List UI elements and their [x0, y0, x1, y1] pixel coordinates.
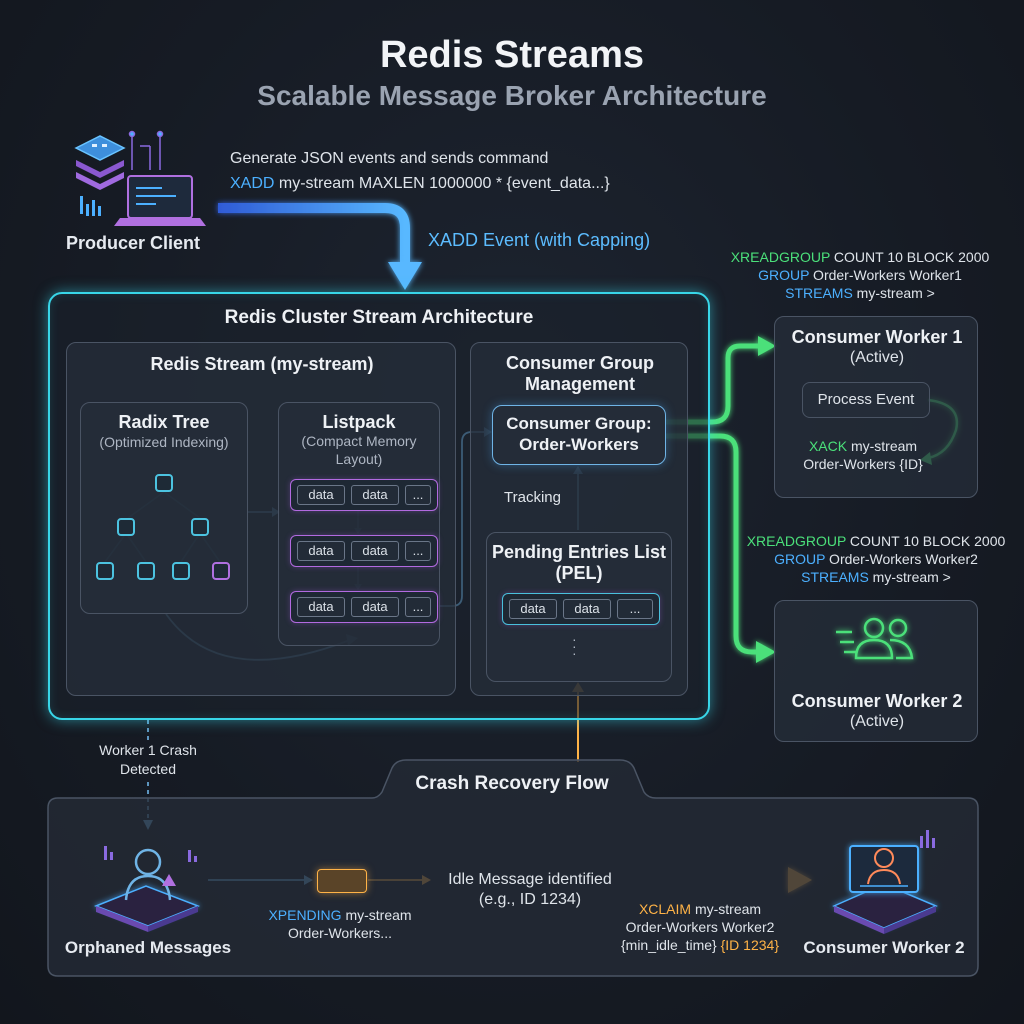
dot-bars-icon — [80, 196, 101, 216]
radix-title: Radix Tree — [118, 412, 210, 432]
listpack-subtitle-2: Layout) — [335, 451, 383, 467]
crash-recovery-title: Crash Recovery Flow — [415, 773, 609, 794]
data-cell: data — [509, 599, 557, 619]
listpack-title: Listpack — [322, 412, 396, 432]
producer-desc: Generate JSON events and sends command — [230, 150, 549, 167]
idle-message-label: Idle Message identified (e.g., ID 1234) — [448, 871, 612, 908]
process-event-box[interactable] — [802, 382, 930, 418]
database-stack-icon — [74, 135, 126, 190]
listpack-entry-1: data data ... — [290, 479, 438, 511]
group-line-1: Consumer Group: — [506, 414, 652, 433]
data-cell: data — [297, 485, 345, 505]
more-cell: ... — [617, 599, 653, 619]
data-cell: data — [297, 597, 345, 617]
worker2-readgroup-command: XREADGROUP COUNT 10 BLOCK 2000 GROUP Ord… — [746, 533, 1006, 585]
message-box-icon — [317, 869, 367, 893]
producer-command: XADD my-stream MAXLEN 1000000 * {event_d… — [230, 175, 610, 192]
data-cell: data — [351, 485, 399, 505]
worker1-title: Consumer Worker 1 — [791, 327, 963, 347]
listpack-entry-2: data data ... — [290, 535, 438, 567]
data-cell: data — [351, 541, 399, 561]
data-cell: data — [563, 599, 611, 619]
cluster-title: Redis Cluster Stream Architecture — [224, 307, 534, 328]
worker1-readgroup-command: XREADGROUP COUNT 10 BLOCK 2000 GROUP Ord… — [730, 249, 990, 301]
xack-command: XACK my-stream Order-Workers {ID} — [803, 438, 923, 472]
orphaned-messages-label: Orphaned Messages — [64, 938, 232, 957]
worker2-status: (Active) — [849, 713, 905, 730]
consumer-group-box[interactable] — [492, 405, 666, 465]
stream-title: Redis Stream (my-stream) — [150, 354, 374, 374]
tracking-label: Tracking — [504, 489, 561, 506]
process-event-label: Process Event — [817, 391, 915, 408]
data-cell: data — [297, 541, 345, 561]
producer-label: Producer Client — [66, 233, 201, 253]
more-cell: ... — [405, 485, 431, 505]
xadd-keyword: XADD — [230, 175, 275, 192]
crash-detected-label: Worker 1 Crash Detected — [99, 742, 197, 777]
worker2-title: Consumer Worker 2 — [791, 691, 963, 711]
worker1-status: (Active) — [849, 349, 905, 366]
more-cell: ... — [405, 541, 431, 561]
xpending-command: XPENDING my-stream Order-Workers... — [268, 907, 412, 941]
group-mgmt-title-2: Management — [524, 374, 636, 394]
xclaim-command: XCLAIM my-stream Order-Workers Worker2 {… — [620, 901, 779, 953]
data-cell: data — [351, 597, 399, 617]
pel-continuation-dots: ··· — [572, 631, 577, 661]
xadd-arrow — [218, 203, 410, 262]
radix-subtitle: (Optimized Indexing) — [99, 434, 229, 450]
pel-entry: data data ... — [502, 593, 660, 625]
xadd-arrowhead — [388, 262, 422, 290]
listpack-entry-3: data data ... — [290, 591, 438, 623]
listpack-subtitle-1: (Compact Memory — [301, 433, 417, 449]
consumer-worker-2-panel — [774, 600, 978, 742]
pel-title-2: (PEL) — [555, 563, 603, 583]
crash-worker2-label: Consumer Worker 2 — [803, 938, 965, 957]
page-title: Redis Streams — [379, 34, 644, 76]
circuit-lines-icon — [128, 130, 164, 170]
page-subtitle: Scalable Message Broker Architecture — [257, 80, 767, 111]
pel-title-1: Pending Entries List — [491, 542, 667, 562]
group-mgmt-title-1: Consumer Group — [505, 353, 654, 373]
xadd-arrow-label: XADD Event (with Capping) — [428, 230, 651, 250]
laptop-icon — [114, 175, 206, 226]
group-line-2: Order-Workers — [519, 435, 639, 454]
more-cell: ... — [405, 597, 431, 617]
